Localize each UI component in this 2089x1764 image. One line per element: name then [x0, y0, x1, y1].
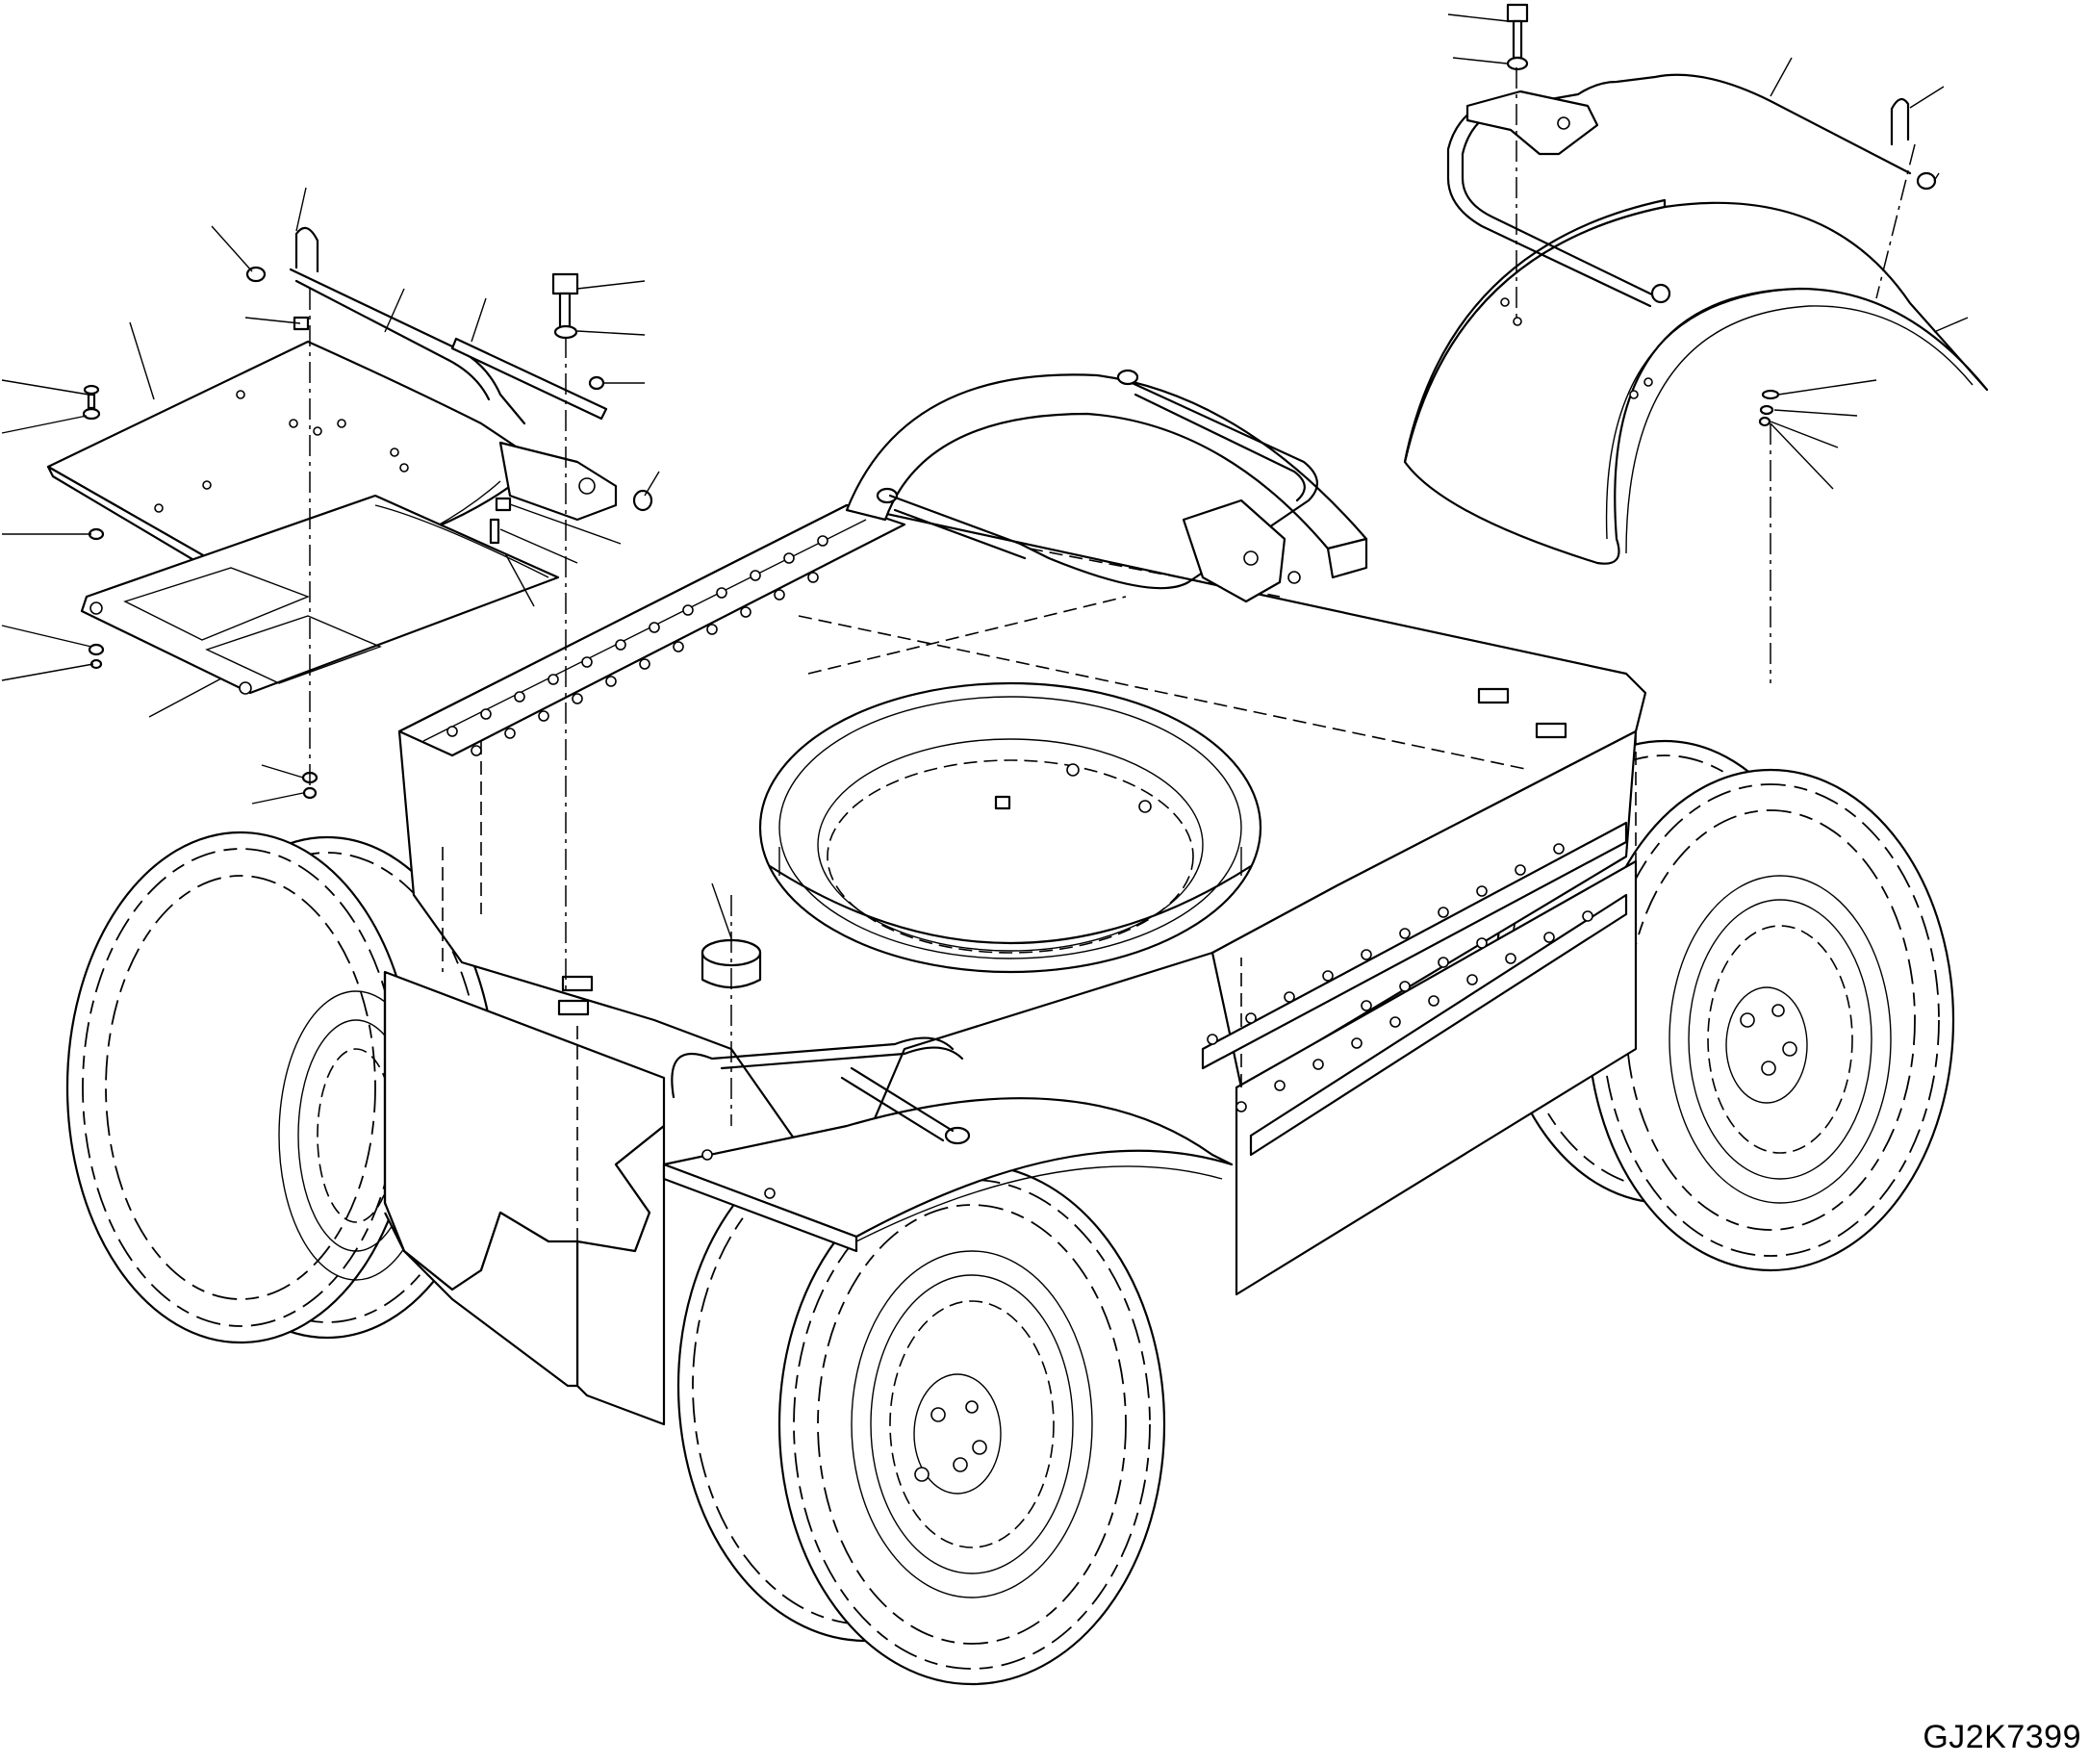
leader-lines [1, 13, 1969, 939]
front-left-wheel-assembly [676, 1129, 1166, 1686]
installed-front-fender [662, 1036, 1234, 1253]
deck-holes-lower [1207, 843, 1593, 1112]
drawing-number-label: GJ2K7399 [1923, 1719, 2081, 1755]
swing-circle-ring [758, 681, 1262, 974]
deck-plates [397, 503, 1628, 1157]
exploded-left-fender-assembly [46, 226, 653, 800]
alignment-centerlines [309, 67, 1916, 1126]
deck-holes-upper [446, 535, 828, 756]
exploded-right-fender-assembly [1403, 3, 1989, 565]
rear-left-wheel-assembly [65, 831, 497, 1344]
installed-rear-fender [845, 369, 1368, 603]
